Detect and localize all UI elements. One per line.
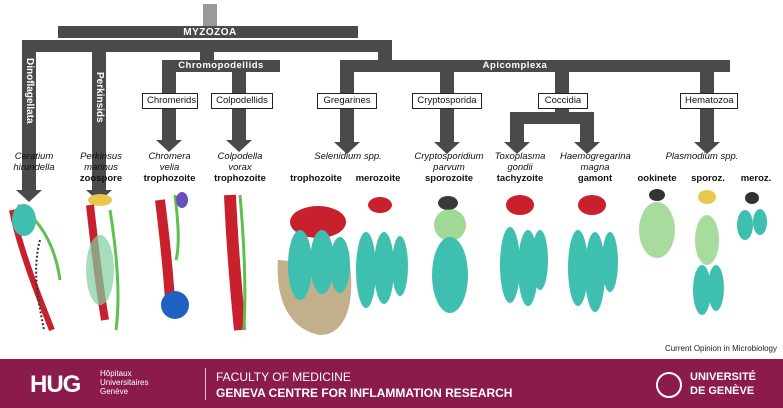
illustration-perkinsus <box>86 194 120 331</box>
branch-gregarines-stem <box>340 72 354 92</box>
org-ceratium-name2: hirundella <box>13 162 55 173</box>
org-ceratium-name1: Ceratium <box>14 151 54 162</box>
org-colpodella-stage: trophozoite <box>214 173 266 184</box>
illustration-selenidium <box>277 197 408 335</box>
branch-coccidia-split <box>510 112 590 124</box>
illustration-toxoplasma <box>500 195 548 306</box>
org-perkinsus-name2: marinus <box>84 162 118 173</box>
branch-haemogregarina <box>580 112 594 142</box>
stage-plasmodium-ookinete: ookinete <box>637 173 677 184</box>
hug-logo: HUG <box>30 371 81 398</box>
org-cryptosporidium-name2: parvum <box>433 162 465 173</box>
stage-selenidium-trophozoite: trophozoite <box>290 173 342 184</box>
footer-divider <box>205 368 206 400</box>
box-colpodellids: Colpodellids <box>211 93 273 109</box>
org-cryptosporidium-stage: sporozoite <box>424 173 474 184</box>
branch-hematozoa-stem <box>700 72 714 92</box>
branch-chromopodellids-stem <box>200 40 214 60</box>
branch-root <box>58 26 358 38</box>
root-stub <box>203 4 217 26</box>
arrow-plasmodium <box>694 142 720 154</box>
branch-chromopodellids <box>162 60 280 72</box>
org-chromera-name1: Chromera <box>148 151 191 162</box>
org-colpodella-name1: Colpodella <box>217 151 263 162</box>
label-chromopodellids: Chromopodellids <box>178 60 264 71</box>
hug-sub-line3: Genève <box>100 387 129 396</box>
figure-credit: Current Opinion in Microbiology <box>664 344 777 353</box>
stage-plasmodium-merozoite: meroz. <box>740 173 772 184</box>
org-haemogregarina-stage: gamont <box>577 173 613 184</box>
org-plasmodium-name: Plasmodium spp. <box>665 151 739 162</box>
branch-toxoplasma <box>510 112 524 142</box>
branch-dinoflagellata <box>22 40 36 190</box>
arrow-colpodellids <box>226 140 252 152</box>
arrow-toxoplasma <box>504 142 530 154</box>
illustration-colpodella <box>224 194 247 331</box>
org-perkinsus-stage: zoospore <box>79 173 123 184</box>
label-root: MYZOZOA <box>183 27 237 38</box>
arrow-haemogregarina <box>574 142 600 154</box>
illustration-ceratium <box>9 203 62 332</box>
org-selenidium-name: Selenidium spp. <box>314 151 382 162</box>
org-toxoplasma-name1: Toxoplasma <box>494 151 546 162</box>
branch-perkinsids <box>92 40 106 190</box>
box-gregarines: Gregarines <box>317 93 377 109</box>
university-label-1: UNIVERSITÉ <box>690 371 757 383</box>
branch-apicomplexa <box>340 60 730 72</box>
stage-selenidium-merozoite: merozoite <box>355 173 401 184</box>
phylogeny-tree <box>9 4 767 335</box>
illustration-cryptosporidium <box>432 196 468 313</box>
org-haemogregarina-name2: magna <box>580 162 610 173</box>
org-perkinsus-name1: Perkinsus <box>80 151 122 162</box>
box-coccidia: Coccidia <box>538 93 588 109</box>
faculty-label: FACULTY OF MEDICINE <box>216 370 351 384</box>
branch-apicomplexa-stem <box>378 40 392 60</box>
branch-cryptosporida-stem <box>440 72 454 92</box>
hug-subtitle: Hôpitaux Universitaires Genève <box>100 369 148 396</box>
arrow-gregarines <box>334 142 360 154</box>
university-label-2: DE GENÈVE <box>690 385 755 397</box>
arrow-cryptosporida <box>434 142 460 154</box>
org-colpodella-name2: vorax <box>228 162 252 173</box>
hug-sub-line1: Hôpitaux <box>100 369 132 378</box>
label-apicomplexa: Apicomplexa <box>482 60 548 71</box>
org-toxoplasma-name2: gondii <box>507 162 533 173</box>
org-cryptosporidium-name1: Cryptosporidium <box>414 151 484 162</box>
illustration-chromera <box>155 192 189 319</box>
box-hematozoa: Hematozoa <box>680 93 738 109</box>
org-chromera-name2: velia <box>159 162 180 173</box>
org-chromera-stage: trophozoite <box>143 173 196 184</box>
stage-plasmodium-sporozoite: sporoz. <box>691 173 725 184</box>
unige-seal-icon <box>656 372 682 398</box>
hug-sub-line2: Universitaires <box>100 378 149 387</box>
arrow-dinoflagellata <box>16 190 42 202</box>
branch-coccidia-stem <box>555 72 569 84</box>
box-chromerids: Chromerids <box>142 93 198 109</box>
illustration-plasmodium <box>639 189 767 315</box>
label-perkinsids: Perkinsids <box>94 72 105 123</box>
arrow-chromerids <box>156 140 182 152</box>
org-haemogregarina-name1: Haemogregarina <box>560 151 631 162</box>
centre-label: GENEVA CENTRE FOR INFLAMMATION RESEARCH <box>216 386 513 400</box>
footer-banner: HUG Hôpitaux Universitaires Genève FACUL… <box>0 359 783 408</box>
box-cryptosporida: Cryptosporida <box>412 93 482 109</box>
org-toxoplasma-stage: tachyzoite <box>496 173 544 184</box>
illustration-haemogregarina <box>568 195 618 312</box>
label-dinoflagellata: Dinoflagellata <box>24 58 35 124</box>
